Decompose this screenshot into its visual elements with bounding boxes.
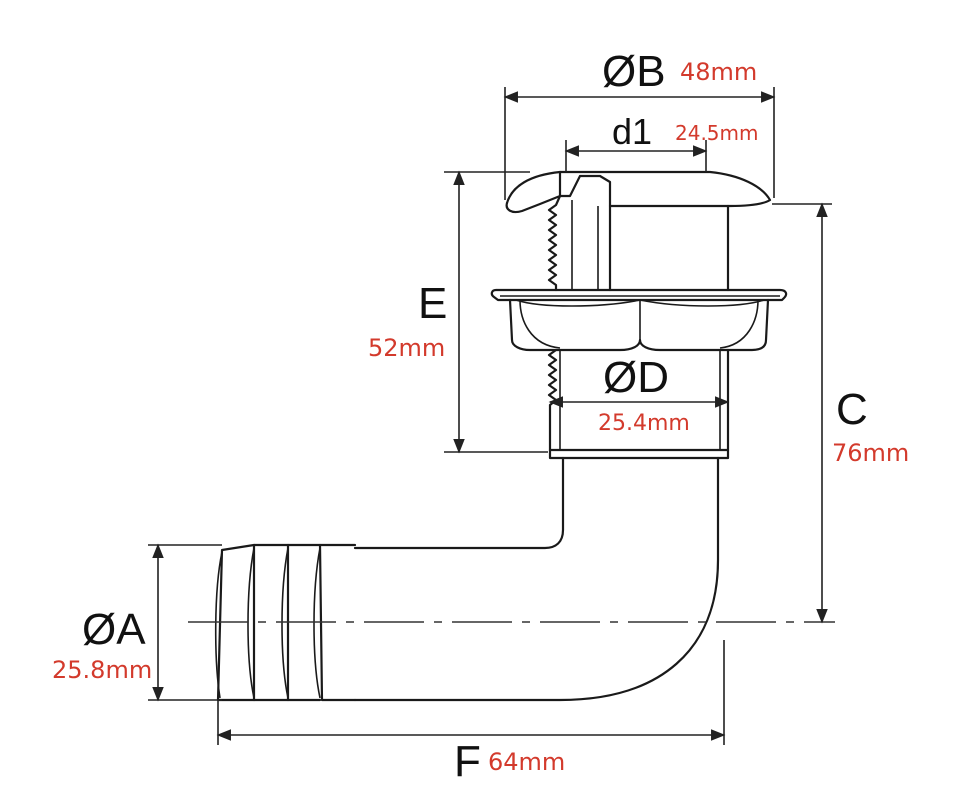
barb-ridge-4	[214, 551, 223, 699]
hex-nut-face-3	[719, 299, 759, 349]
barb-ridge-2	[281, 547, 289, 699]
label-f-value: 64mm	[488, 748, 565, 776]
cap-tab	[505, 170, 562, 214]
barb-ridge-3	[247, 547, 255, 699]
dimension-lines	[148, 87, 832, 745]
lower-thread	[547, 348, 558, 452]
barb-4	[216, 543, 256, 702]
cap-slot	[558, 174, 612, 292]
label-b-value: 48mm	[680, 58, 757, 86]
hex-nut	[508, 298, 770, 352]
label-d-value: 25.4mm	[598, 411, 690, 436]
label-b-letter: ØB	[602, 47, 666, 96]
label-f-letter: F	[454, 737, 481, 786]
label-a-value: 25.8mm	[52, 656, 152, 684]
barb-3	[252, 543, 290, 702]
hex-nut-face-1	[519, 299, 561, 349]
label-a-letter: ØA	[82, 605, 146, 654]
label-e-value: 52mm	[368, 334, 445, 362]
barb-ridge-1	[313, 547, 321, 699]
label-d-letter: ØD	[603, 353, 669, 402]
hex-nut-top-arc-l	[515, 299, 641, 307]
washer-plate	[490, 288, 788, 302]
hex-nut-top-arc-r	[639, 299, 765, 307]
elbow-inner	[353, 456, 565, 550]
label-d1-value: 24.5mm	[675, 121, 759, 145]
label-c-value: 76mm	[832, 439, 909, 467]
label-d1-letter: d1	[612, 111, 652, 152]
label-e-letter: E	[418, 279, 447, 328]
fitting-drawing	[214, 170, 788, 702]
elbow-outer	[353, 456, 720, 702]
body-bottom	[548, 448, 730, 460]
label-c-letter: C	[836, 385, 868, 434]
flange-cap	[505, 170, 772, 208]
dimension-labels: ØB 48mm d1 24.5mm E 52mm ØD 25.4mm C 76m…	[52, 47, 909, 786]
upper-thread	[547, 194, 562, 292]
